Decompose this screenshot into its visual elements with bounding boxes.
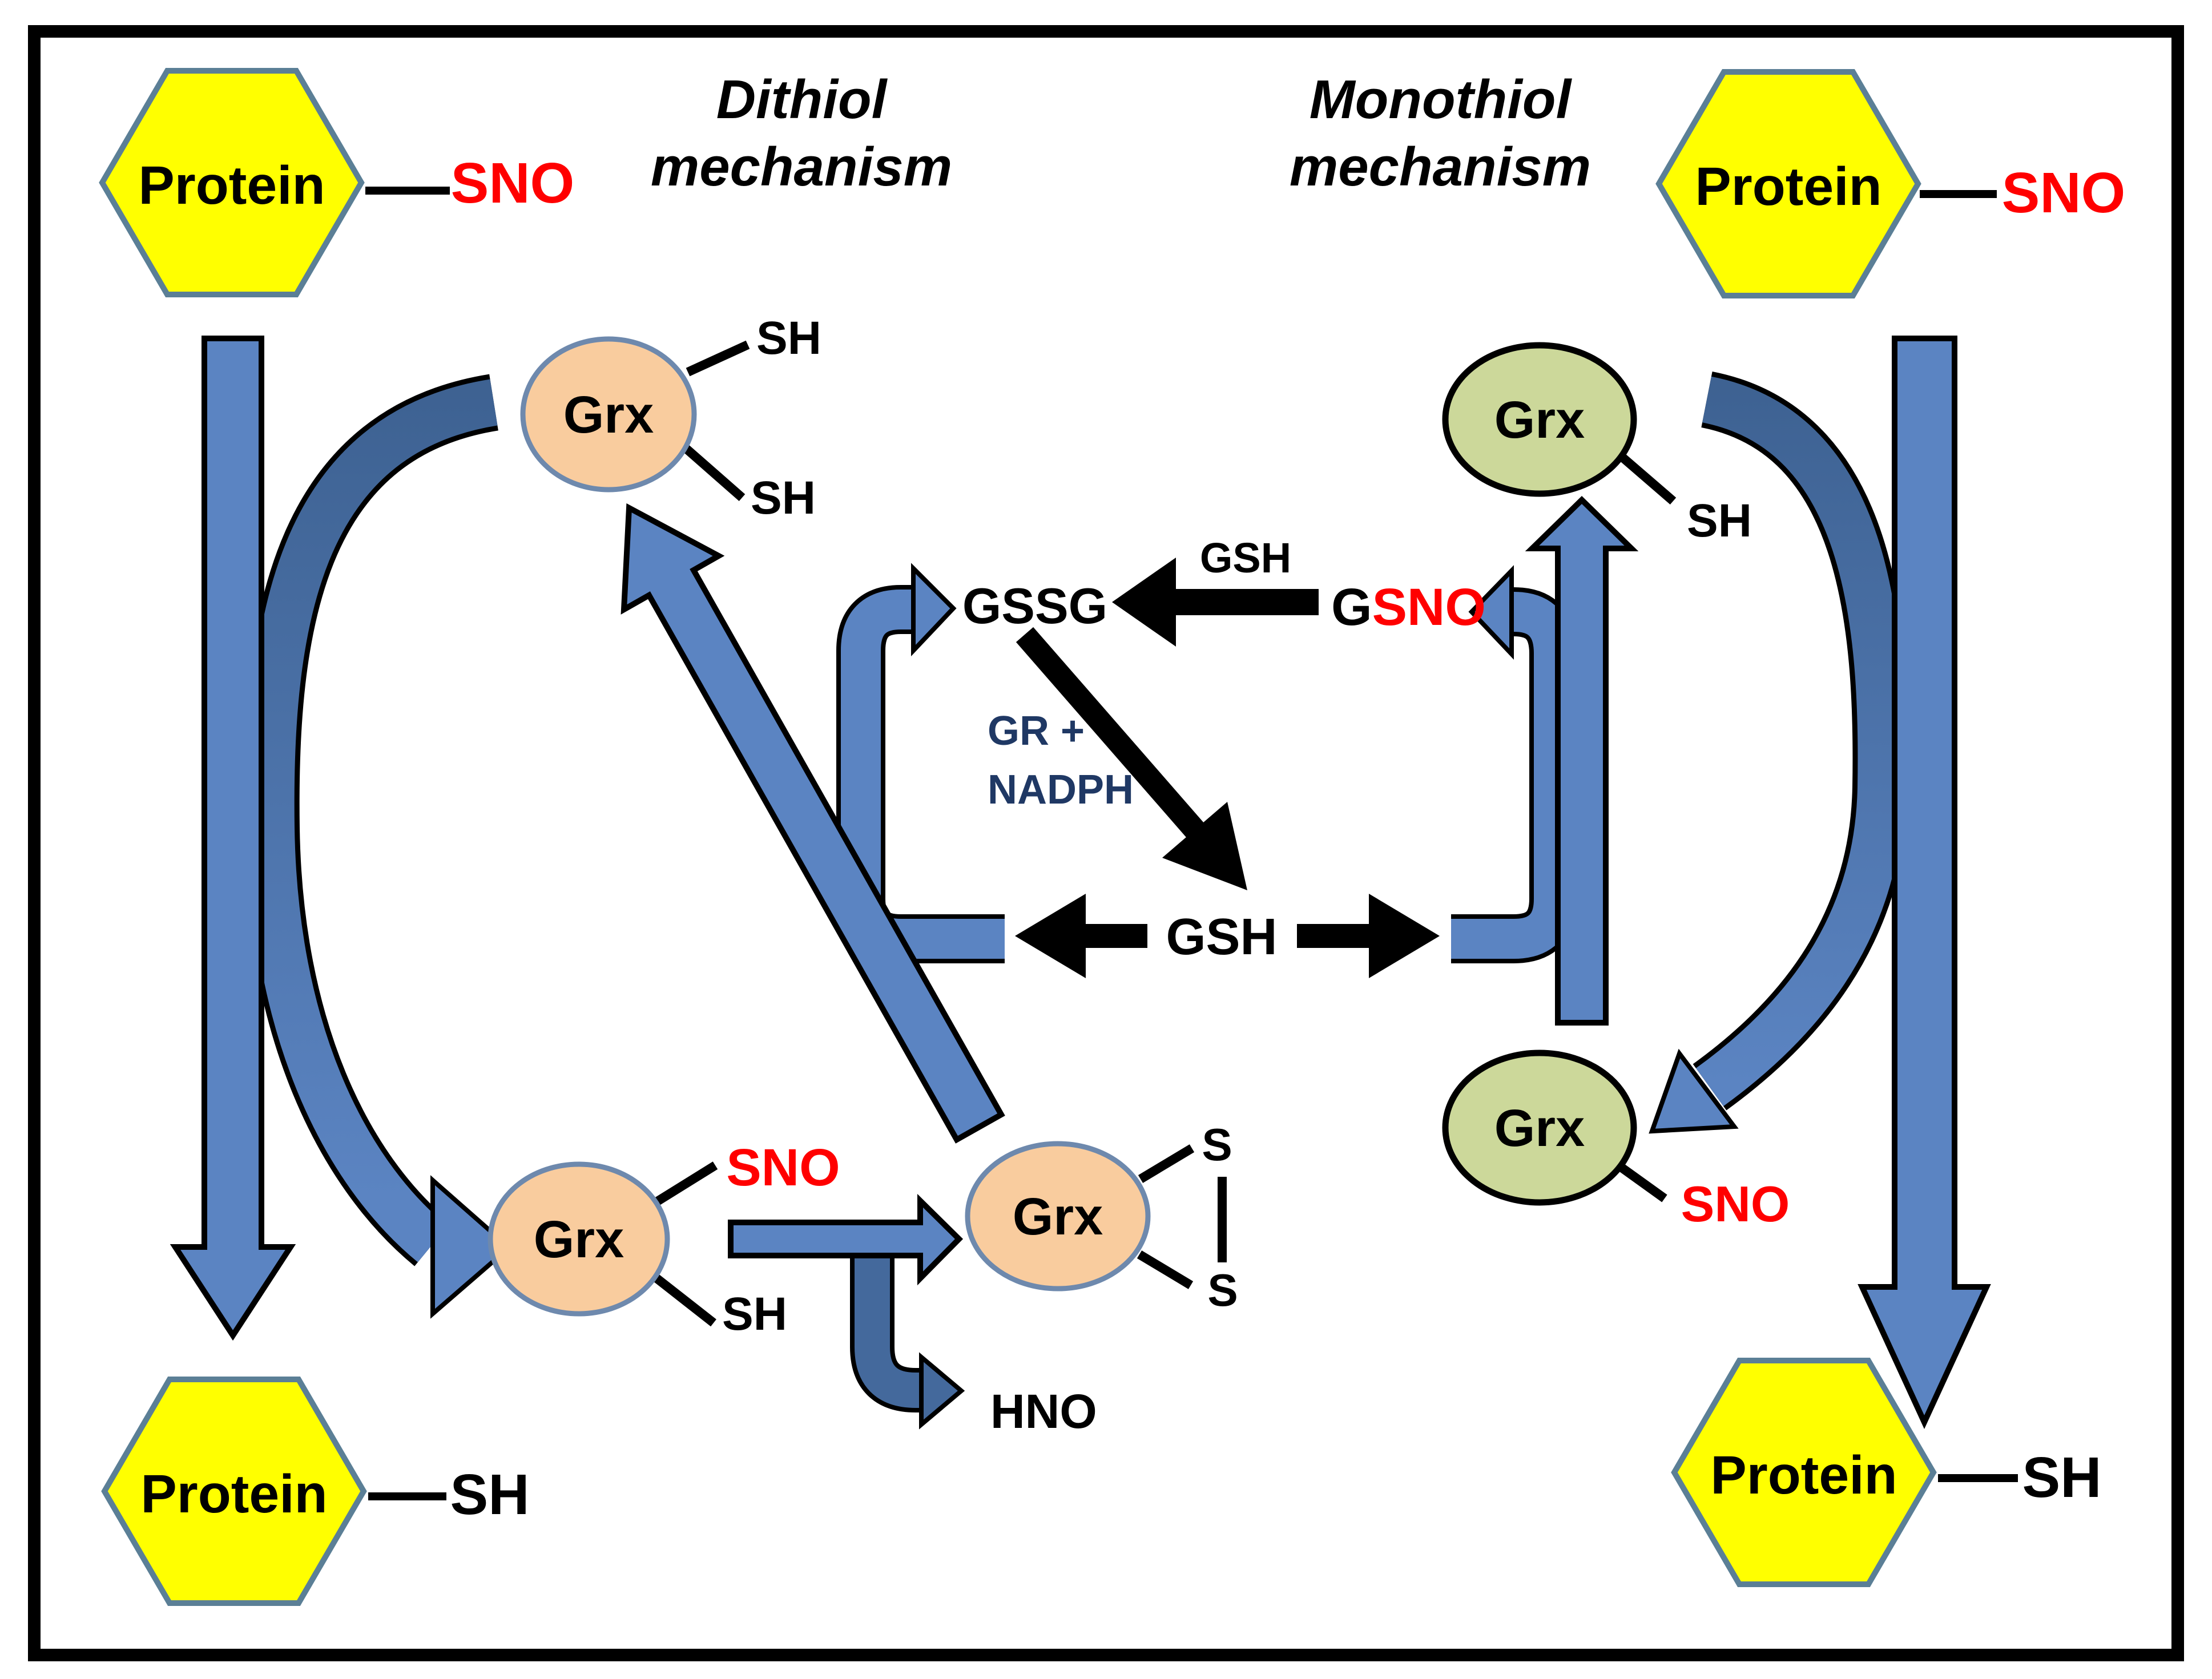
gsno-sno-part: SNO <box>1372 578 1486 636</box>
monothiol-title-line2: mechanism <box>1290 136 1591 197</box>
grx-label-dithiol-nitrosylated: Grx <box>534 1210 624 1269</box>
elbow-arrow-head <box>911 563 957 657</box>
gsh-left-arrow <box>1015 894 1147 978</box>
bond-grx-sh-top-right <box>1619 454 1677 505</box>
gr-label: GR + <box>988 708 1085 754</box>
bond-grx-sh-top-1 <box>686 340 750 377</box>
bond-grx-s-top <box>1138 1144 1195 1183</box>
bond-grx-sh-bottom-left <box>652 1273 716 1327</box>
bond-grx-sno-bottom-left <box>654 1161 718 1206</box>
gsh-lower-label: GSH <box>1166 909 1277 966</box>
grx-ellipse-dithiol-disulfide <box>965 1141 1151 1291</box>
grx-ellipse-dithiol-reduced <box>520 336 697 493</box>
curved-arrow-head <box>1649 1048 1739 1134</box>
protein-label-bottom-right: Protein <box>1710 1445 1897 1506</box>
outer-border <box>28 25 2184 1661</box>
hno-release-hook-arrow <box>850 1253 965 1430</box>
protein-hexagon-top-left <box>99 68 365 297</box>
protein-hexagon-bottom-right <box>1671 1358 1937 1587</box>
gssg-to-gsh-diagonal-arrow <box>1016 627 1247 890</box>
sh-label-grx-top-right: SH <box>1687 495 1752 547</box>
nadph-label: NADPH <box>988 767 1134 813</box>
sno-label-top-left: SNO <box>451 151 575 215</box>
grx-label-dithiol-reduced: Grx <box>563 386 654 444</box>
sno-label-grx-bottom-left: SNO <box>726 1139 840 1197</box>
gsh-to-gsno-elbow-arrow <box>1451 565 1578 963</box>
dithiol-title-line1: Dithiol <box>716 69 888 130</box>
grx-label-monothiol-reduced: Grx <box>1494 391 1585 449</box>
elbow-arrow-head <box>1468 565 1514 660</box>
hno-label: HNO <box>990 1385 1097 1438</box>
grx-ellipse-dithiol-nitrosylated <box>487 1161 670 1317</box>
sh-label-grx-top-1: SH <box>756 312 821 364</box>
protein-label-bottom-left: Protein <box>140 1464 327 1524</box>
sh-label-bottom-left: SH <box>450 1463 530 1527</box>
gsh-upper-label: GSH <box>1200 534 1291 582</box>
curved-arrow-body <box>247 379 498 1262</box>
sno-label-grx-bottom-right: SNO <box>1681 1176 1790 1232</box>
hook-arrow-head <box>919 1352 965 1430</box>
protein-hexagon-bottom-left <box>101 1377 367 1606</box>
hook-body <box>855 1253 921 1408</box>
grx-ellipse-monothiol-reduced <box>1442 342 1637 497</box>
monothiol-title-line1: Monothiol <box>1310 69 1573 130</box>
arrow-shaft <box>1016 627 1208 842</box>
disulfide-to-reduced-grx-arrow <box>621 503 1005 1144</box>
arrow-head <box>1162 802 1247 890</box>
arrow-head <box>1369 894 1440 978</box>
grx-sno-to-disulfide-arrow <box>728 1194 964 1286</box>
arrow-head <box>1112 558 1176 647</box>
elbow-body <box>1451 592 1574 959</box>
s-label-disulfide-top: S <box>1202 1119 1232 1170</box>
grx-ellipse-monothiol-nitrosylated <box>1442 1050 1637 1206</box>
s-label-disulfide-bottom: S <box>1207 1265 1238 1315</box>
grx-label-monothiol-nitrosylated: Grx <box>1494 1099 1585 1157</box>
bond-grx-sh-top-2 <box>683 445 746 502</box>
gsno-g-part: G <box>1331 578 1372 636</box>
curved-arrow-head <box>430 1175 513 1319</box>
protein-denitrosylation-arrow-left <box>170 336 296 1341</box>
protein-label-top-right: Protein <box>1695 156 1881 217</box>
gsno-to-gssg-arrow <box>1112 558 1319 647</box>
gssg-label: GSSG <box>962 578 1107 634</box>
dithiol-title-line2: mechanism <box>651 136 952 197</box>
sh-label-grx-bottom-left: SH <box>722 1288 787 1340</box>
monothiol-recycle-curved-arrow <box>1649 371 1910 1134</box>
sno-label-top-right: SNO <box>2002 161 2126 225</box>
gsh-right-arrow <box>1297 894 1440 978</box>
bond-grx-s-bottom <box>1137 1250 1194 1289</box>
protein-hexagon-top-right <box>1655 69 1921 298</box>
protein-denitrosylation-arrow-right <box>1858 336 1991 1429</box>
arrow-head <box>1015 894 1086 978</box>
gsno-label: GSNO <box>1331 578 1486 636</box>
dithiol-recycle-curved-arrow <box>242 374 513 1319</box>
curved-arrow-body <box>1695 376 1905 1107</box>
sh-label-bottom-right: SH <box>2022 1446 2102 1510</box>
protein-label-top-left: Protein <box>138 155 325 216</box>
grx-regeneration-up-arrow <box>1525 496 1639 1026</box>
sh-label-grx-top-2: SH <box>751 472 816 524</box>
grx-label-dithiol-disulfide: Grx <box>1013 1188 1103 1246</box>
